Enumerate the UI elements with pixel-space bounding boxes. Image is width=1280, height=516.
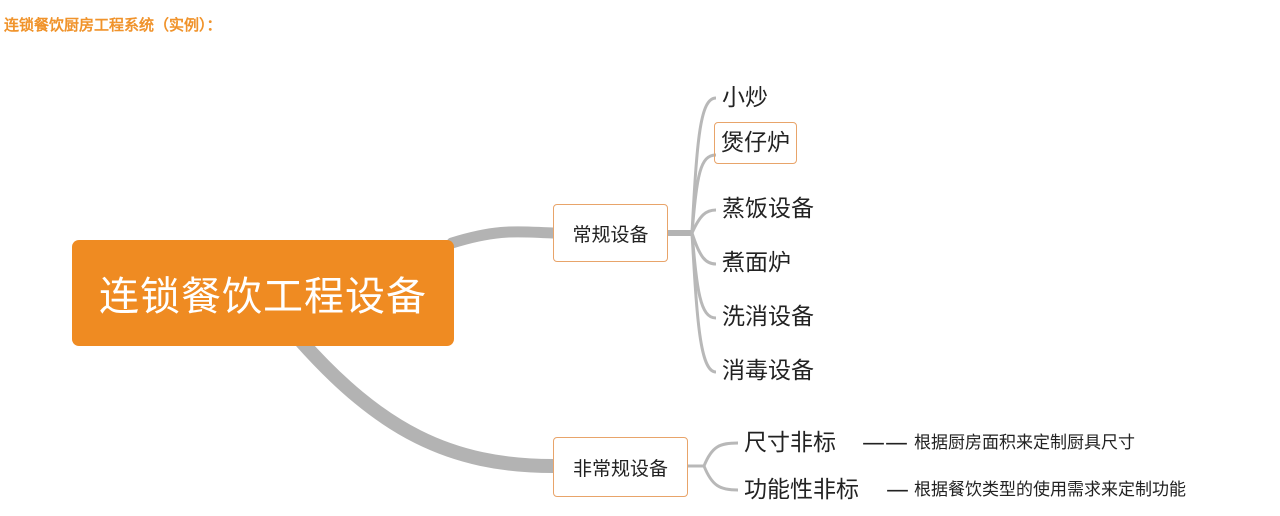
connector-leaf-2	[690, 153, 717, 234]
ns-note-size-custom: 根据厨房面积来定制厨具尺寸	[914, 433, 1135, 453]
page-title: 连锁餐饮厨房工程系统（实例）：	[4, 16, 222, 34]
leaf-noodle-cooker: 煮面炉	[722, 250, 791, 276]
ns-leaf-size-custom: 尺寸非标	[744, 430, 836, 456]
leaf-disinfection-equipment: 消毒设备	[722, 358, 814, 384]
leaf-washing-equipment: 洗消设备	[722, 304, 814, 330]
ns-leaf-function-custom: 功能性非标	[744, 477, 859, 503]
ns-note-function-custom: 根据餐饮类型的使用需求来定制功能	[914, 480, 1186, 500]
connector-leaf-3	[690, 208, 717, 234]
branch-nonstandard-equipment: 非常规设备	[553, 437, 688, 497]
branch-regular-equipment: 常规设备	[553, 204, 668, 262]
connector-root-nonstandard	[293, 333, 560, 473]
connector-ns-leaf-1	[702, 441, 739, 467]
connector-root-regular	[446, 226, 559, 249]
root-node: 连锁餐饮工程设备	[72, 240, 454, 346]
leaf-claypot-stove: 煲仔炉	[714, 122, 797, 164]
ns-connector-dash-2: —	[886, 477, 909, 503]
ns-connector-dash-1: ——	[862, 430, 908, 456]
connector-leaf-6	[690, 232, 717, 374]
leaf-rice-steamer: 蒸饭设备	[722, 196, 814, 222]
leaf-stir-fry: 小炒	[722, 85, 768, 111]
connector-ns-leaf-2	[702, 465, 739, 492]
